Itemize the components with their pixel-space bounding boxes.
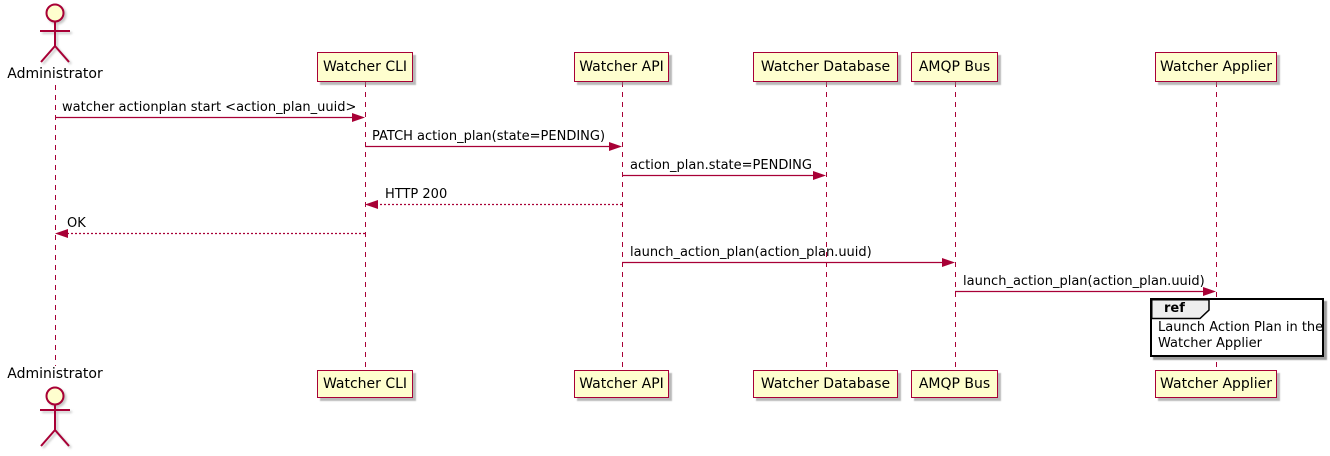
arrow-msg-5 [55,229,365,238]
arrow-msg-1 [55,113,365,122]
arrow-msg-4 [365,200,622,209]
message-label-6: launch_action_plan(action_plan.uuid) [630,245,872,260]
ref-text-line2: Watcher Applier [1158,336,1262,351]
administrator-label-bottom: Administrator [7,366,103,382]
participant-amqp-bus-top: AMQP Bus [911,52,998,82]
participant-watcher-database-bottom: Watcher Database [753,370,898,398]
administrator-label-top: Administrator [7,66,103,82]
message-label-1: watcher actionplan start <action_plan_uu… [62,100,357,115]
arrow-msg-3 [622,171,826,180]
administrator-actor-figure-bottom [40,386,70,447]
participant-watcher-cli-top: Watcher CLI [317,52,413,82]
ref-text-line1: Launch Action Plan in the [1158,320,1324,335]
actor-head [45,386,65,406]
ref-keyword: ref [1164,301,1185,316]
participant-watcher-applier-bottom: Watcher Applier [1155,370,1277,398]
arrow-msg-6 [622,258,955,267]
message-label-5: OK [67,216,86,231]
message-label-2: PATCH action_plan(state=PENDING) [372,129,606,144]
actor-head [45,3,65,23]
participant-watcher-database-top: Watcher Database [753,52,898,82]
message-arrows [55,113,1216,296]
participant-watcher-api-bottom: Watcher API [574,370,669,398]
participant-watcher-cli-bottom: Watcher CLI [317,370,413,398]
message-label-7: launch_action_plan(action_plan.uuid) [963,274,1205,289]
lifelines [55,82,1217,370]
ref-tab-shape [1151,299,1210,320]
participant-amqp-bus-bottom: AMQP Bus [911,370,998,398]
arrow-msg-2 [365,142,622,151]
participant-watcher-api-top: Watcher API [574,52,669,82]
ref-fragment-box: ref Launch Action Plan in the Watcher Ap… [1150,298,1324,357]
arrow-msg-7 [955,287,1216,296]
participant-watcher-applier-top: Watcher Applier [1155,52,1277,82]
message-label-4: HTTP 200 [385,187,448,202]
administrator-actor-figure-top [40,3,70,63]
ref-text: Launch Action Plan in the Watcher Applie… [1158,320,1323,352]
message-label-3: action_plan.state=PENDING [630,158,812,173]
